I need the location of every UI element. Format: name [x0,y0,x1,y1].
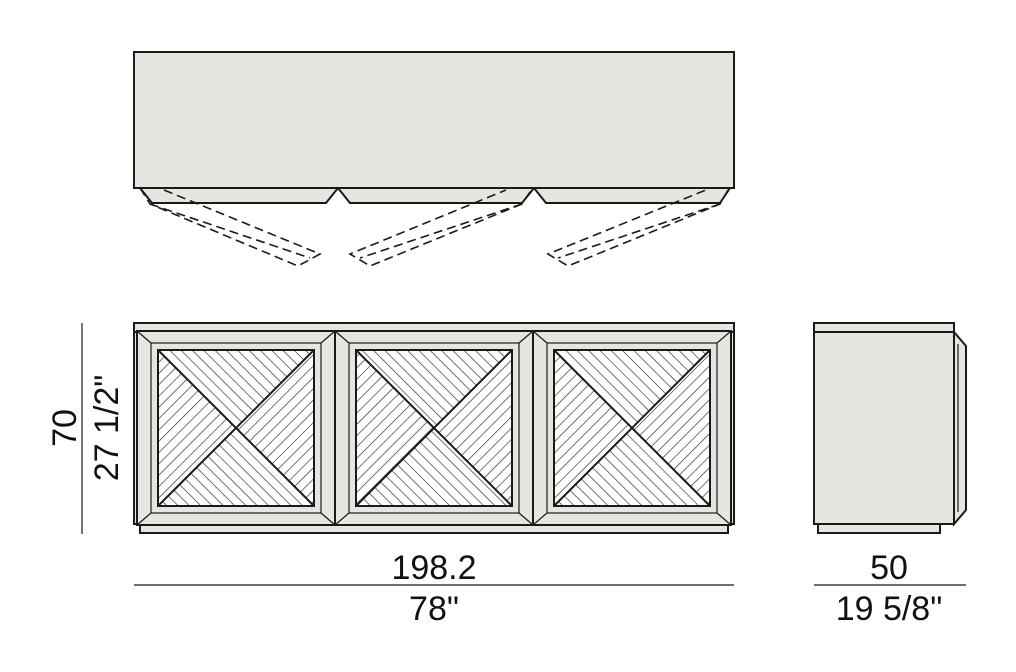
height-in-label: 27 1/2" [88,375,126,482]
top-view-door-3-open [546,189,729,267]
depth-cm-label: 50 [870,549,908,587]
depth-dimension: 50 19 5/8" [814,549,966,628]
top-view [133,51,735,267]
front-door-3 [532,330,732,526]
top-view-door-2-open-inner [359,203,523,259]
side-view-body [813,331,955,525]
top-view-body [133,51,735,189]
side-view-door-profile [953,329,967,527]
front-door-2 [334,330,534,526]
front-door-1 [136,330,336,526]
front-view [133,322,735,534]
side-view [813,322,967,534]
depth-in-label: 19 5/8" [836,590,943,628]
side-view-plinth [817,523,941,534]
top-view-door-3-open-inner [557,203,721,259]
top-view-door-1 [137,187,341,204]
side-view-top [813,322,955,333]
top-view-door-1-open-inner [149,203,311,259]
width-in-label: 78" [409,590,459,628]
top-view-door-2 [335,187,537,204]
height-dimension: 70 27 1/2" [46,323,126,534]
width-cm-label: 198.2 [391,549,476,587]
width-dimension: 198.2 78" [134,549,734,628]
top-view-door-1-open [139,187,322,267]
height-cm-label: 70 [46,409,84,447]
top-view-door-3 [531,187,732,204]
top-view-door-2-open [348,189,531,267]
